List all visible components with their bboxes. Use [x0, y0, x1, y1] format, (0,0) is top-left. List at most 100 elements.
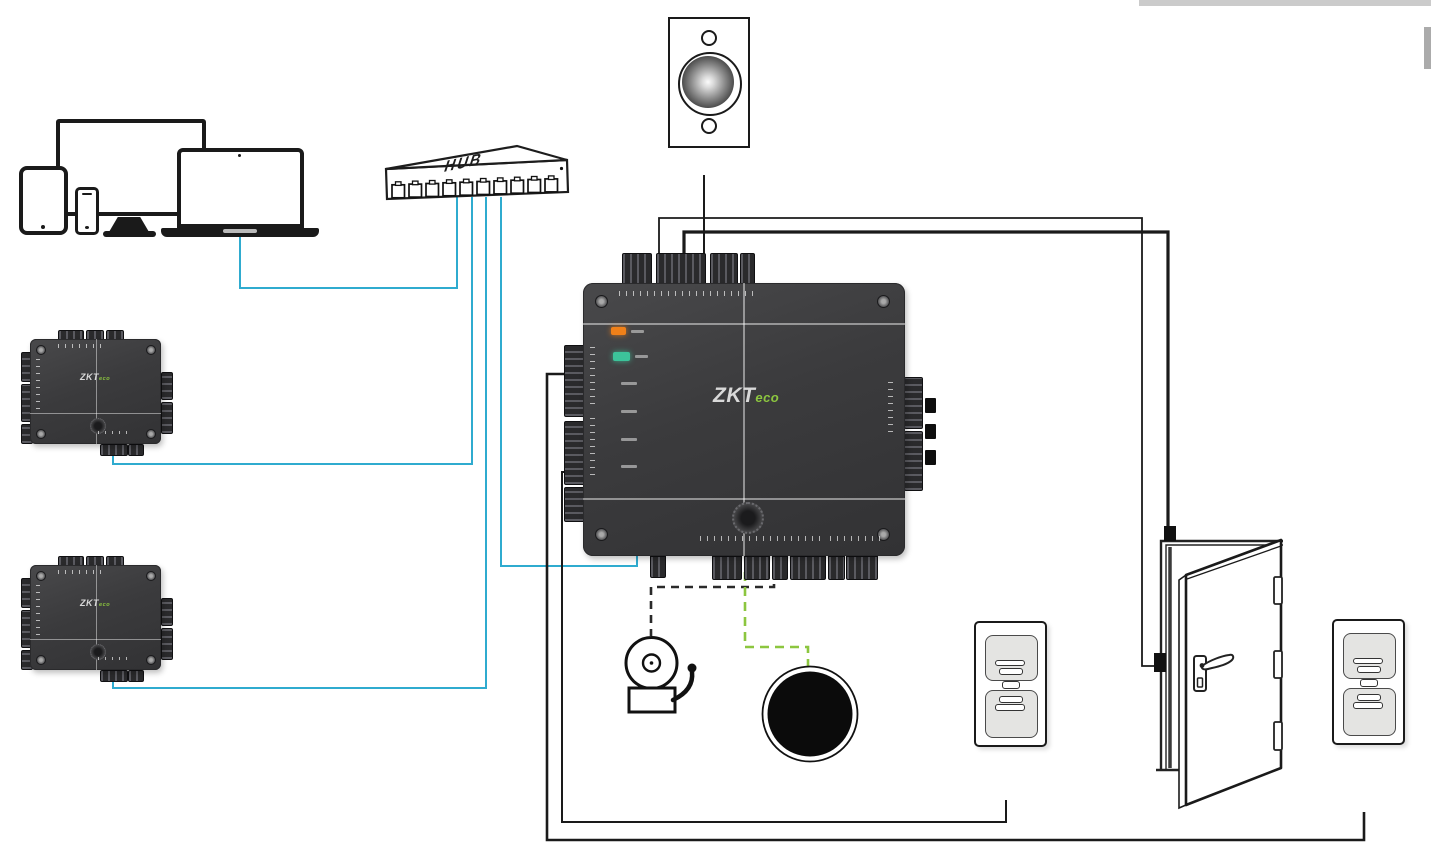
terminal-block — [622, 253, 652, 285]
door-lock-block — [1164, 526, 1176, 541]
terminal-block — [744, 556, 770, 580]
jumper-block — [925, 450, 936, 465]
corner-screw — [595, 528, 608, 541]
door-keyhole — [1196, 677, 1204, 688]
corner-screw — [146, 429, 156, 439]
terminal-labels — [98, 431, 128, 434]
buzzer-speaker — [732, 502, 764, 534]
reader-slot — [1353, 702, 1383, 709]
tablet — [19, 166, 68, 235]
zkteco-logo-small: ZKTeco — [80, 598, 110, 608]
access-controller-bottom: ZKTeco — [21, 555, 173, 685]
wire-hub-to-controller-bottom — [112, 197, 487, 689]
terminal-labels — [58, 570, 102, 574]
wire-panel-to-door-lock — [682, 230, 1170, 530]
corner-screw — [146, 345, 156, 355]
terminal-labels — [590, 418, 595, 476]
power-led — [611, 327, 626, 335]
image-gridline — [30, 639, 161, 640]
terminal-block — [710, 253, 738, 285]
hub-port — [391, 183, 406, 199]
bell-striker — [670, 669, 695, 703]
terminal-labels — [36, 585, 40, 635]
bell-base — [627, 686, 677, 714]
image-gridline — [583, 323, 905, 325]
sensor-face — [767, 671, 853, 757]
corner-screw — [36, 345, 46, 355]
panel-body: ZKTeco — [583, 283, 905, 556]
terminal-labels — [888, 382, 893, 434]
corner-screw — [877, 295, 890, 308]
door-handle — [1200, 653, 1235, 671]
hub-port — [408, 183, 423, 198]
reader-slot — [1002, 681, 1020, 689]
reader-slot — [1353, 658, 1383, 664]
laptop-screen — [177, 148, 304, 228]
port-label — [621, 465, 637, 468]
wire-hub-to-panel — [500, 197, 638, 567]
hub-top-face — [385, 144, 568, 171]
corner-screw — [36, 429, 46, 439]
exit-button-plate — [668, 17, 750, 148]
reader-slot — [1357, 694, 1381, 701]
wire-panel-to-reader-right — [545, 372, 1366, 842]
run-led — [613, 352, 630, 361]
terminal-labels — [590, 347, 595, 405]
corner-screw — [146, 571, 156, 581]
terminal-labels — [619, 291, 759, 296]
scrollbar-artifact-right — [1424, 27, 1431, 69]
jumper-block — [925, 424, 936, 439]
phone-speaker — [82, 193, 92, 195]
push-button — [678, 52, 742, 116]
brand-suffix: eco — [99, 602, 111, 608]
image-gridline — [96, 339, 97, 444]
monitor-base — [103, 231, 156, 237]
terminal-block — [790, 556, 826, 580]
terminal-block — [772, 556, 788, 580]
terminal-strip — [161, 628, 173, 660]
wire-laptop-to-hub — [239, 197, 458, 289]
bell-hub-dot — [649, 661, 654, 665]
controller-body: ZKTeco — [30, 339, 161, 444]
push-button-dome — [682, 56, 734, 108]
corner-screw — [146, 655, 156, 665]
terminal-block — [828, 556, 845, 580]
laptop-base-notch — [223, 229, 257, 233]
brand-suffix: eco — [99, 376, 111, 382]
image-gridline — [96, 565, 97, 670]
led-label — [635, 355, 648, 358]
laptop-webcam — [238, 154, 241, 157]
port-label — [621, 438, 637, 441]
smartphone — [75, 187, 99, 235]
reader-slot — [999, 668, 1023, 675]
door — [1154, 526, 1283, 810]
corner-screw — [36, 655, 46, 665]
terminal-labels — [830, 536, 885, 541]
zkteco-logo: ZKTeco — [713, 384, 779, 408]
terminal-block — [712, 556, 742, 580]
hub-port — [493, 180, 508, 195]
image-gridline — [30, 413, 161, 414]
hub-led-hole — [559, 166, 564, 171]
image-gridline — [583, 498, 905, 500]
scrollbar-artifact-top — [1139, 0, 1431, 6]
terminal-strip — [904, 431, 923, 491]
hinge — [1273, 650, 1283, 679]
corner-screw — [595, 295, 608, 308]
bell-striker-tip — [687, 663, 697, 673]
screw-hole — [701, 118, 717, 134]
terminal-block — [128, 670, 144, 682]
reader-slot — [1357, 666, 1381, 673]
brand-text: ZKT — [80, 372, 99, 382]
controller-body: ZKTeco — [30, 565, 161, 670]
card-reader-right — [1332, 619, 1405, 745]
reader-slot — [995, 660, 1025, 666]
terminal-block — [100, 670, 128, 682]
terminal-strip — [904, 377, 923, 429]
brand-text: ZKT — [713, 384, 756, 407]
terminal-block — [100, 444, 128, 456]
door-top-thickness — [1186, 545, 1282, 580]
door-leaf — [1184, 538, 1283, 807]
reader-slot — [1360, 679, 1378, 687]
terminal-strip — [161, 402, 173, 434]
